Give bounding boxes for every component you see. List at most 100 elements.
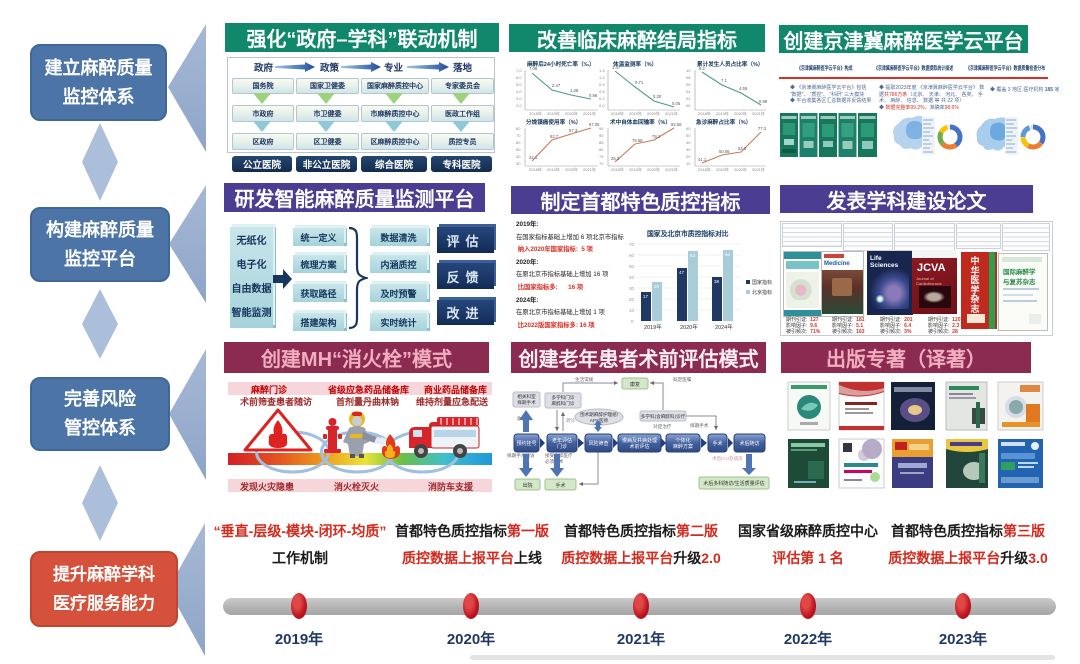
svg-text:2018年: 2018年 (611, 166, 624, 172)
svg-text:52.7: 52.7 (550, 134, 559, 139)
svg-text:10: 10 (686, 161, 691, 166)
svg-text:20: 20 (629, 297, 635, 302)
svg-text:相关科室: 相关科室 (517, 393, 536, 400)
svg-text:2021年: 2021年 (665, 110, 678, 116)
svg-text:2020年: 2020年 (734, 110, 747, 116)
svg-text:2020年: 2020年 (647, 110, 660, 116)
svg-text:0.71: 0.71 (635, 80, 644, 85)
svg-text:国家指标: 国家指标 (752, 279, 772, 286)
svg-text:60: 60 (686, 126, 691, 131)
svg-text:6.0: 6.0 (516, 75, 522, 80)
svg-text:康复: 康复 (630, 381, 640, 388)
svg-text:0.6: 0.6 (599, 89, 605, 94)
svg-text:生活常规: 生活常规 (575, 376, 594, 383)
svg-text:80: 80 (599, 147, 604, 152)
svg-text:50: 50 (686, 133, 691, 138)
svg-text:个体化: 个体化 (675, 437, 690, 444)
svg-text:2020年: 2020年 (647, 166, 660, 172)
svg-text:9.2: 9.2 (699, 66, 705, 71)
svg-text:老年评估: 老年评估 (552, 437, 572, 444)
svg-text:2018年: 2018年 (529, 166, 542, 172)
svg-text:2019年: 2019年 (716, 110, 729, 116)
svg-text:04: 04 (686, 89, 691, 94)
svg-text:北京指标: 北京指标 (752, 289, 772, 296)
svg-text:2019年: 2019年 (629, 166, 642, 172)
svg-text:2021年: 2021年 (752, 166, 765, 172)
svg-text:38: 38 (714, 279, 720, 284)
svg-text:0.3: 0.3 (599, 96, 605, 101)
svg-text:2019年: 2019年 (547, 166, 560, 172)
svg-text:60: 60 (629, 253, 635, 258)
svg-text:0.9: 0.9 (599, 82, 605, 87)
svg-text:0.96: 0.96 (589, 93, 598, 98)
svg-text:76.58: 76.58 (632, 138, 643, 143)
svg-text:75: 75 (599, 154, 604, 159)
svg-text:2021年: 2021年 (583, 166, 596, 172)
svg-text:30: 30 (516, 161, 521, 166)
svg-text:累计发生人员占比率（%）: 累计发生人员占比率（%） (697, 60, 764, 68)
svg-text:分娩镇痛使用率（%）: 分娩镇痛使用率（%） (526, 118, 581, 126)
svg-text:2020年: 2020年 (680, 323, 698, 331)
svg-text:0: 0 (631, 319, 634, 324)
svg-text:对症治疗: 对症治疗 (653, 423, 672, 430)
svg-text:0.99: 0.99 (759, 99, 768, 104)
svg-text:90: 90 (599, 133, 604, 138)
svg-text:1.2: 1.2 (599, 75, 605, 80)
svg-text:2018年: 2018年 (698, 110, 711, 116)
svg-text:预约挂号: 预约挂号 (516, 440, 536, 447)
svg-text:2019年: 2019年 (547, 110, 560, 116)
svg-text:06: 06 (686, 82, 691, 87)
svg-text:50: 50 (629, 264, 635, 269)
svg-text:0.30: 0.30 (653, 94, 662, 99)
svg-text:既定医嘱: 既定医嘱 (673, 376, 692, 383)
svg-text:2018年: 2018年 (529, 110, 542, 116)
svg-text:1.5: 1.5 (599, 68, 605, 73)
svg-text:57.3: 57.3 (569, 128, 578, 133)
svg-text:术后ICU及病房: 术后ICU及病房 (712, 455, 743, 462)
svg-text:急诊麻醉占比率（%）: 急诊麻醉占比率（%） (696, 118, 751, 126)
svg-text:7.0: 7.0 (516, 68, 522, 73)
svg-text:4.55: 4.55 (739, 86, 748, 91)
svg-text:2018年: 2018年 (611, 110, 624, 116)
svg-text:风险筛查: 风险筛查 (588, 440, 608, 447)
svg-text:2.0: 2.0 (516, 103, 522, 108)
svg-text:麻醉方案: 麻醉方案 (673, 443, 693, 450)
svg-text:4.0: 4.0 (516, 89, 522, 94)
svg-text:79.2: 79.2 (652, 134, 661, 139)
svg-text:10: 10 (629, 308, 635, 313)
svg-text:70: 70 (629, 242, 635, 247)
svg-text:95: 95 (599, 126, 604, 131)
svg-text:70: 70 (599, 161, 604, 166)
svg-text:32.1: 32.1 (529, 155, 538, 160)
svg-text:60: 60 (516, 140, 521, 145)
svg-text:77.2: 77.2 (758, 126, 767, 131)
svg-text:1.47: 1.47 (612, 65, 621, 70)
svg-text:2.47: 2.47 (552, 83, 561, 88)
svg-text:40: 40 (686, 140, 691, 145)
svg-text:40: 40 (629, 275, 635, 280)
svg-text:麻醉科门诊: 麻醉科门诊 (552, 400, 575, 407)
svg-text:50: 50 (516, 147, 521, 152)
svg-text:择期手术: 择期手术 (690, 422, 709, 429)
svg-text:63: 63 (690, 253, 696, 258)
svg-text:手术: 手术 (712, 440, 722, 447)
svg-text:2021年: 2021年 (583, 110, 596, 116)
svg-text:17: 17 (643, 294, 649, 299)
svg-text:2020年: 2020年 (565, 166, 578, 172)
svg-text:多学科(含麻醉科)诊疗: 多学科(含麻醉科)诊疗 (641, 413, 686, 420)
svg-text:20: 20 (686, 154, 691, 159)
svg-text:2018年: 2018年 (698, 166, 711, 172)
svg-text:术后随访: 术后随访 (739, 440, 759, 447)
svg-text:1.38: 1.38 (570, 88, 579, 93)
svg-text:术中自体血回输率（%）: 术中自体血回输率（%） (610, 118, 671, 126)
svg-text:5.0: 5.0 (516, 82, 522, 87)
svg-text:0.0: 0.0 (599, 103, 605, 108)
svg-text:国家及北京市质控指标对比: 国家及北京市质控指标对比 (647, 229, 729, 238)
svg-text:85: 85 (599, 140, 604, 145)
svg-text:54.3: 54.3 (738, 146, 747, 151)
svg-text:出院: 出院 (522, 482, 532, 489)
svg-text:择期手术随访: 择期手术随访 (507, 452, 535, 459)
svg-text:2019年: 2019年 (629, 110, 642, 116)
svg-text:择期手术: 择期手术 (517, 399, 536, 406)
svg-text:92.56: 92.56 (671, 122, 682, 127)
